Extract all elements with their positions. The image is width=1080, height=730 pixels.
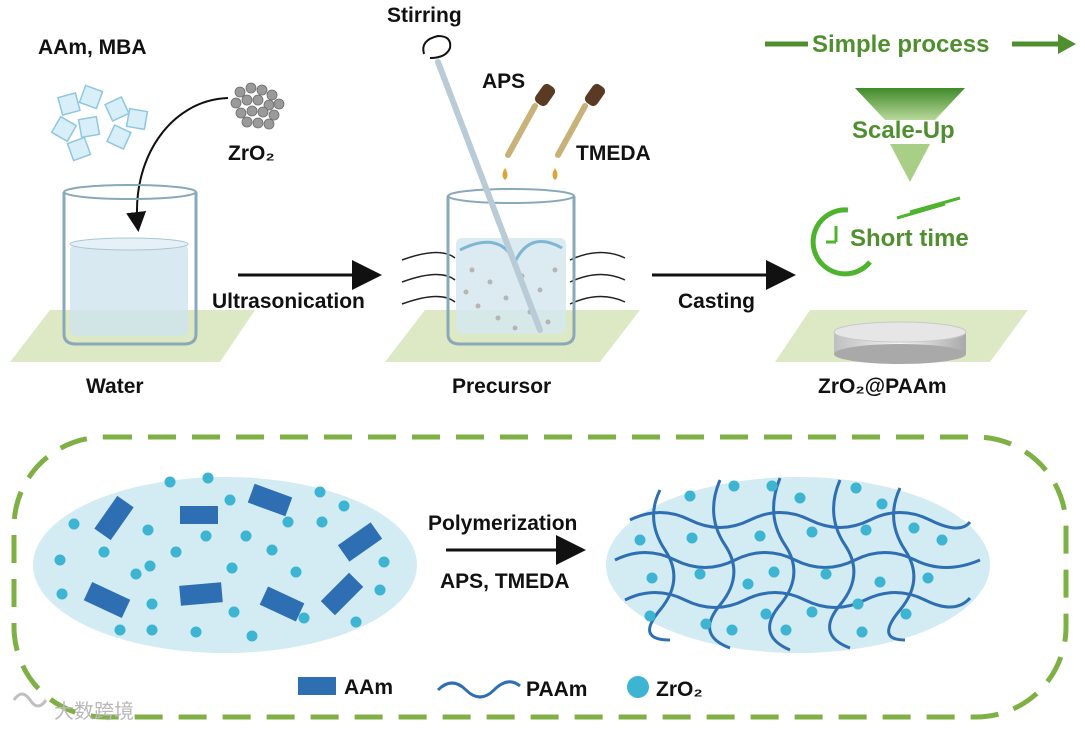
polymerization-label: Polymerization [428,512,577,535]
water-label: Water [86,375,144,398]
stirring-motion-icon [422,34,452,59]
precursor-ellipse [33,477,417,653]
zro2-particles-left [54,472,390,642]
zro2-label: ZrO₂ [228,142,275,165]
short-time-label: Short time [850,225,969,252]
beaker-water [62,184,198,346]
legend-paam-label: PAAm [526,678,587,701]
scaleup-label: Scale-Up [852,117,955,144]
legend-paam-swatch [436,680,521,699]
stirring-label: Stirring [387,4,462,27]
paam-network [614,477,981,652]
monomer-crystals-icon [50,84,149,162]
reaction-agents-label: APS, TMEDA [440,570,570,593]
watermark-logo-icon [12,692,48,708]
scaleup-funnel-icon [855,88,965,120]
legend-zro2-swatch [627,676,649,698]
clock-icon [810,207,872,277]
legend-aam-swatch [298,677,336,695]
casting-label: Casting [678,290,755,313]
product-disc [833,321,967,364]
simple-process-arrowhead [1058,34,1076,54]
reagents-label: AAm, MBA [38,36,147,59]
stirring-rod [435,59,543,333]
legend-aam-label: AAm [344,676,393,699]
speed-lines-icon [896,196,961,220]
precursor-label: Precursor [452,375,551,398]
aam-monomers [83,483,383,622]
aps-dropper-icon [502,83,556,180]
product-label: ZrO₂@PAAm [818,375,947,398]
simple-process-label: Simple process [812,31,989,58]
watermark-text: 大数跨境 [54,699,134,723]
addition-arrow [126,97,229,232]
mechanism-frame [11,434,1069,720]
zro2-cluster-icon [230,82,285,130]
legend-zro2-label: ZrO₂ [656,678,703,701]
scaleup-funnel-tip-icon [890,144,930,182]
tmeda-label: TMEDA [576,142,651,165]
tmeda-dropper-icon [552,83,606,180]
zro2-particles-right [634,480,948,638]
aps-label: APS [482,70,525,93]
ultrasonication-label: Ultrasonication [212,290,365,313]
